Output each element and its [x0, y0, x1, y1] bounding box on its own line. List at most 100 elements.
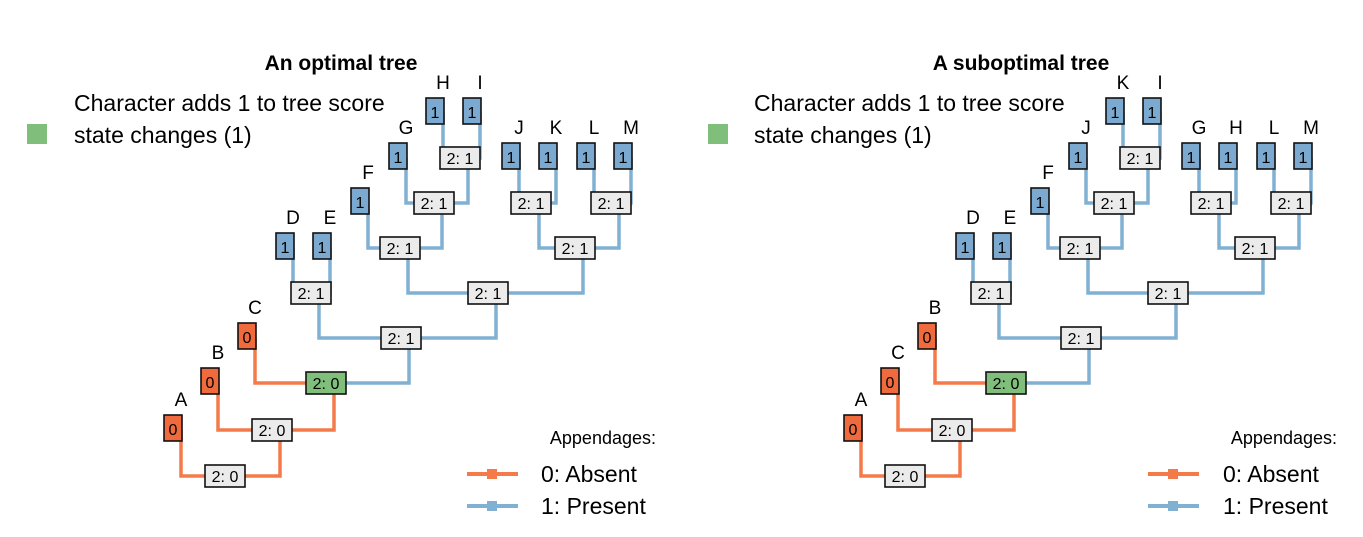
change-legend-swatch [708, 124, 728, 144]
tip-state-value: 0 [169, 422, 178, 439]
tip-node: 1I [462, 73, 483, 125]
legend-absent-marker [1168, 469, 1178, 479]
tip-node: 1M [1293, 118, 1319, 170]
tip-state-box [955, 232, 975, 260]
internal-node: 2: 0 [251, 418, 293, 442]
internal-state-box [379, 236, 421, 260]
tip-label: D [286, 208, 300, 229]
tip-node: 1E [992, 208, 1016, 260]
tip-label: D [966, 208, 980, 229]
tip-label: K [550, 118, 563, 139]
panel-title: An optimal tree [265, 52, 418, 75]
internal-state-text: 2: 0 [212, 469, 239, 486]
legend-absent-marker [487, 469, 497, 479]
internal-state-box [251, 418, 293, 442]
internal-state-box [510, 191, 552, 215]
internal-node: 2: 1 [1119, 146, 1161, 170]
internal-state-text: 2: 0 [993, 376, 1020, 393]
tip-label: C [248, 298, 262, 319]
internal-node: 2: 1 [1190, 191, 1232, 215]
branch-edge [933, 338, 1006, 385]
internal-state-text: 2: 1 [562, 241, 589, 258]
state-legend: Appendages: 0: Absent 1: Present [1148, 428, 1337, 519]
internal-node: 2: 1 [1270, 191, 1312, 215]
tip-state-value: 1 [1074, 150, 1083, 167]
internal-state-box [290, 281, 332, 305]
legend-present-label: 1: Present [1223, 493, 1328, 519]
tip-label: A [175, 390, 188, 411]
state-change-node: 2: 0 [985, 371, 1027, 395]
internal-state-text: 2: 1 [1198, 196, 1225, 213]
tip-node: 1G [1181, 118, 1206, 170]
tip-state-box [163, 414, 183, 442]
internal-state-text: 2: 1 [1278, 196, 1305, 213]
branch-edge [1081, 293, 1178, 340]
tip-state-box [613, 142, 633, 170]
internal-state-text: 2: 0 [939, 423, 966, 440]
internal-state-text: 2: 1 [978, 286, 1005, 303]
tip-state-value: 0 [849, 422, 858, 439]
internal-state-text: 2: 1 [1242, 241, 1269, 258]
internal-state-text: 2: 1 [518, 196, 545, 213]
tip-label: F [362, 163, 374, 184]
internal-node: 2: 1 [290, 281, 332, 305]
internal-node: 2: 1 [1059, 236, 1101, 260]
internal-node: 2: 1 [467, 281, 509, 305]
tip-state-value: 1 [394, 150, 403, 167]
branch-edge [326, 338, 411, 385]
tip-label: F [1042, 163, 1054, 184]
tip-state-value: 1 [281, 240, 290, 257]
tip-node: 1M [613, 118, 639, 170]
legend-title: Appendages: [1231, 428, 1337, 448]
tip-label: H [436, 73, 450, 94]
tip-state-value: 1 [998, 240, 1007, 257]
tip-state-value: 1 [619, 150, 628, 167]
tip-label: G [399, 118, 414, 139]
internal-state-box [970, 281, 1012, 305]
legend-absent-label: 0: Absent [1223, 461, 1320, 487]
tip-state-box [1256, 142, 1276, 170]
tip-state-box [538, 142, 558, 170]
tip-node: 1K [1105, 73, 1130, 125]
tip-label: B [929, 298, 942, 319]
internal-node: 2: 1 [1234, 236, 1276, 260]
internal-node: 2: 1 [970, 281, 1012, 305]
tip-state-value: 1 [1224, 150, 1233, 167]
tip-node: 1F [350, 163, 374, 215]
tip-state-box [576, 142, 596, 170]
internal-node: 2: 1 [413, 191, 455, 215]
internal-state-text: 2: 1 [298, 286, 325, 303]
change-legend-swatch [27, 124, 47, 144]
state-legend: Appendages: 0: Absent 1: Present [467, 428, 656, 519]
tip-node: 1F [1030, 163, 1054, 215]
tip-node: 1E [312, 208, 337, 260]
tip-label: L [1269, 118, 1280, 139]
tip-state-box [880, 367, 900, 395]
internal-state-text: 2: 1 [387, 241, 414, 258]
state-change-node: 2: 0 [305, 371, 347, 395]
internal-state-text: 2: 1 [1155, 286, 1182, 303]
optimal-tree-panel: An optimal tree Character adds 1 to tree… [27, 52, 656, 519]
tip-state-box [312, 232, 332, 260]
tip-state-box [200, 367, 220, 395]
internal-state-box [204, 464, 246, 488]
tip-state-value: 1 [1299, 150, 1308, 167]
score-note-line2: state changes (1) [754, 122, 932, 148]
internal-node: 2: 1 [439, 146, 481, 170]
tip-node: 1J [501, 118, 524, 170]
score-note-line1: Character adds 1 to tree score [74, 90, 385, 116]
internal-state-box [1234, 236, 1276, 260]
tip-state-box [462, 97, 482, 125]
branch-edge [488, 248, 585, 295]
tip-label: I [1157, 73, 1162, 94]
internal-state-text: 2: 1 [447, 151, 474, 168]
internal-state-text: 2: 0 [259, 423, 286, 440]
internal-state-box [1147, 281, 1189, 305]
tip-state-value: 0 [923, 330, 932, 347]
suboptimal-tree-panel: A suboptimal tree Character adds 1 to tr… [708, 52, 1337, 519]
tip-state-box [501, 142, 521, 170]
internal-state-text: 2: 1 [1068, 331, 1095, 348]
tip-label: E [324, 208, 337, 229]
